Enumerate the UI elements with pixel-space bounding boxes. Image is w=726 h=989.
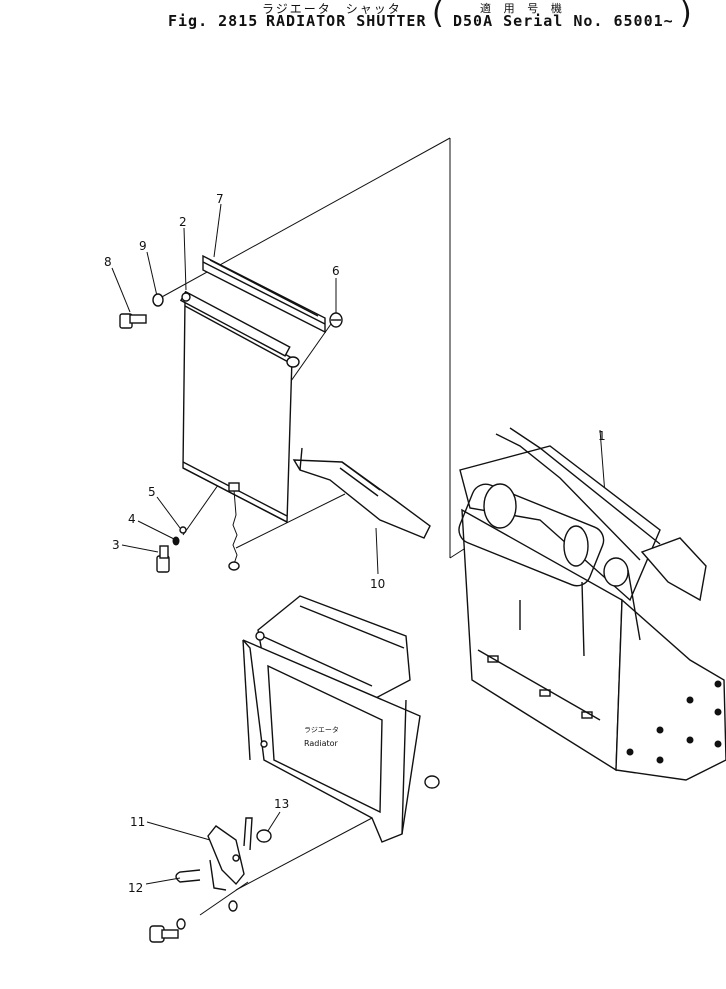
callout-6: 6 <box>332 264 340 278</box>
radiator-nut <box>424 775 440 789</box>
callout-5: 5 <box>148 485 156 499</box>
lower-washer <box>176 918 186 930</box>
bolt-reference-line <box>199 881 249 916</box>
leader-11 <box>146 821 211 841</box>
leader-8 <box>111 267 131 313</box>
chain-reference-line <box>235 493 346 549</box>
figure-title-japanese: ラジエータ シャッタ <box>262 2 402 16</box>
callout-1: 1 <box>598 429 606 443</box>
u-bolt-part-12 <box>175 869 201 883</box>
callout-12: 12 <box>128 881 143 895</box>
figure-number: Fig. 2815 <box>168 12 259 30</box>
radiator-label: Radiator <box>304 739 339 748</box>
callout-4: 4 <box>128 512 136 526</box>
figure-title: RADIATOR SHUTTER <box>266 12 427 30</box>
leader-7 <box>213 203 222 258</box>
callout-13: 13 <box>274 797 289 811</box>
callout-11: 11 <box>130 815 145 829</box>
leader-10 <box>375 527 379 575</box>
leader-5 <box>156 496 181 529</box>
bolt-part-3 <box>156 545 170 573</box>
shutter-curtain <box>179 290 300 571</box>
serial-bracket-left: ( <box>432 0 444 31</box>
reference-line-top <box>159 137 451 299</box>
nut-part-13 <box>256 829 272 843</box>
callout-3: 3 <box>112 538 120 552</box>
callout-9: 9 <box>139 239 147 253</box>
pin-part-6 <box>329 312 343 328</box>
callout-10: 10 <box>370 577 385 591</box>
leader-12 <box>145 877 181 885</box>
leader-3 <box>121 544 159 553</box>
callout-8: 8 <box>104 255 112 269</box>
leader-13 <box>265 811 281 835</box>
lower-bolt <box>149 925 179 943</box>
radiator-core: ラジエータ Radiator <box>242 595 421 843</box>
radiator-guard-part-1 <box>458 427 726 781</box>
lower-nut <box>228 900 238 912</box>
washer-part-9 <box>152 293 164 307</box>
leader-4 <box>137 520 175 540</box>
bracket-part-11 <box>207 817 253 891</box>
callout-7: 7 <box>216 192 224 206</box>
serial-bracket-right: ) <box>680 0 692 31</box>
leader-9 <box>146 251 158 297</box>
leader-lines <box>111 137 608 916</box>
serial-applicability: D50A Serial No. 65001~ <box>453 12 674 30</box>
radiator-label-japanese: ラジエータ <box>304 725 339 734</box>
callout-2: 2 <box>179 215 187 229</box>
washer-part-4 <box>172 536 180 546</box>
serial-label-japanese: 適 用 号 機 <box>480 2 565 15</box>
part-callouts: 1 2 3 4 5 6 7 8 9 10 11 12 13 <box>104 192 606 895</box>
shutter-top-bar <box>202 254 326 334</box>
bracket-plate-part-10 <box>292 447 431 539</box>
leader-2 <box>183 227 187 291</box>
bracket-reference-line <box>235 817 373 891</box>
pin-part-5 <box>179 526 187 534</box>
bolt-part-8 <box>119 313 147 329</box>
